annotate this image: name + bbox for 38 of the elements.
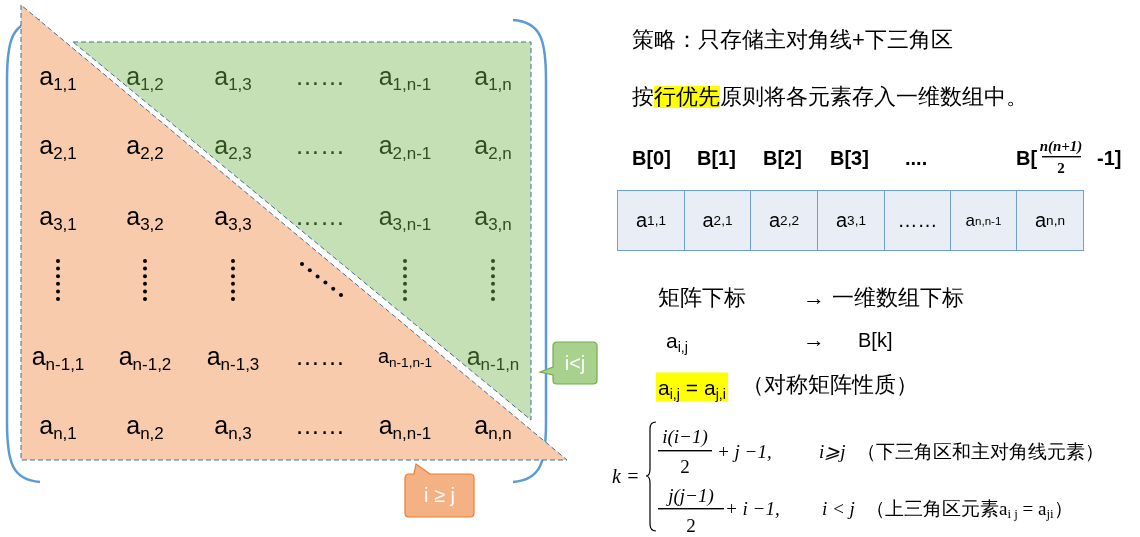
- matrix-element: ……: [295, 203, 345, 229]
- index-label: 2: [1057, 160, 1065, 176]
- formula-text: i⩾j: [819, 441, 846, 461]
- formula-text: + j −1,: [717, 441, 772, 461]
- heading-text: 策略：只存储主对角线+下三角区: [632, 29, 953, 51]
- array-cell: ……: [884, 190, 951, 251]
- formula-text: + i −1,: [725, 498, 780, 518]
- matrix-element: ……: [295, 63, 345, 89]
- body-text: 按: [632, 86, 654, 108]
- index-label: B[3]: [830, 148, 869, 168]
- formula-text: k =: [612, 466, 640, 486]
- body-text: 原则将各元素存入一维数组中。: [720, 86, 1028, 108]
- arrow-sign: →: [803, 329, 825, 351]
- highlighted-formula: a$_{i,j}$ = a$_{j,i}$: [656, 372, 728, 402]
- body-text: 矩阵下标: [658, 287, 746, 309]
- matrix-element: ……: [295, 132, 345, 158]
- callout-bubble: i<j: [538, 341, 598, 385]
- formula-text: j(j−1): [668, 485, 714, 505]
- index-label: B[: [1016, 148, 1038, 168]
- index-label: ....: [905, 148, 928, 168]
- formula-text: i < j: [822, 498, 855, 518]
- index-label: n(n+1): [1039, 138, 1083, 154]
- index-label: B[1]: [697, 148, 736, 168]
- highlighted-text: 行优先: [654, 86, 720, 108]
- arrow-sign: →: [803, 287, 825, 309]
- formula-text: 2: [686, 515, 696, 535]
- formula-text: 2: [680, 456, 690, 476]
- index-label: B[2]: [763, 148, 802, 168]
- index-label: -1]: [1097, 148, 1122, 168]
- formula-text: （下三角区和主对角线元素）: [857, 441, 1104, 461]
- math-text: B[k]: [858, 330, 893, 350]
- formula-text: i(i−1): [662, 426, 708, 446]
- body-text: （对称矩阵性质）: [742, 374, 918, 396]
- body-text: 一维数组下标: [832, 287, 964, 309]
- matrix-element: ……: [295, 343, 345, 369]
- callout-bubble: i ≥ j: [404, 462, 476, 518]
- index-label: B[0]: [632, 148, 671, 168]
- matrix-element: ……: [295, 412, 345, 438]
